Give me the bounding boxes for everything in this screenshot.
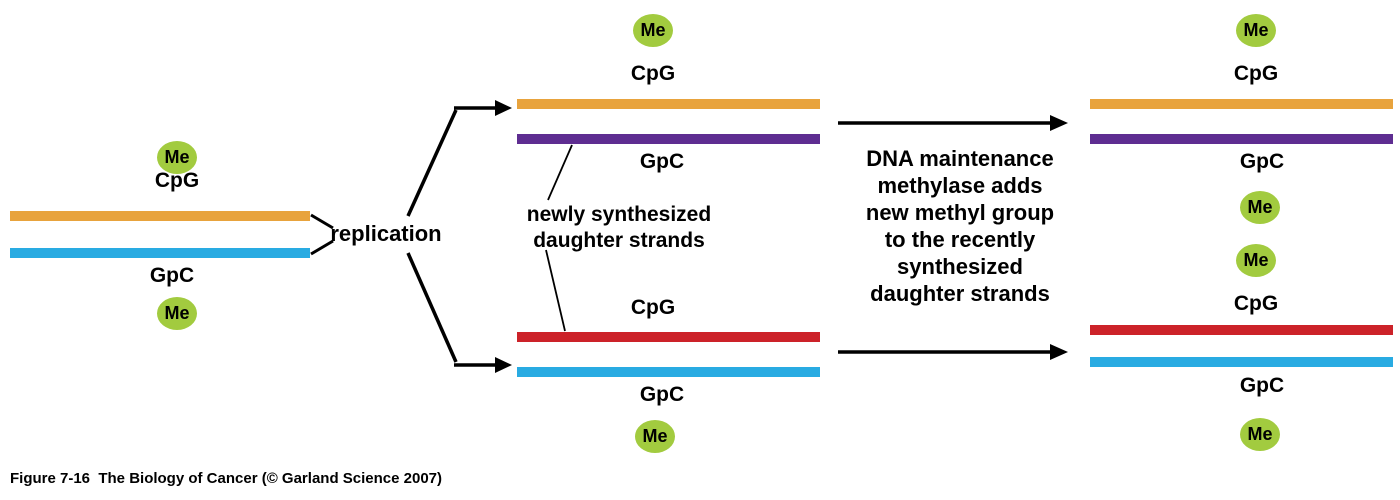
replication-fork-lower-stub [310,239,334,256]
gpc-label: GpC [149,264,195,287]
replication-fork-lower-diagonal [406,252,458,363]
methyl-group-badge: Me [1236,14,1276,47]
methyl-group-badge: Me [1236,244,1276,277]
methyl-group-badge: Me [635,420,675,453]
methylase-arrow-bottom-arrowhead-icon [1050,344,1068,360]
daughter-top-cpg-strand [517,99,820,109]
daughter-strand-pointer-lower [545,249,566,332]
replication-fork-upper-diagonal [406,109,458,217]
cpg-label: CpG [630,296,676,319]
methyl-group-badge: Me [1240,418,1280,451]
gpc-label: GpC [1239,150,1285,173]
methyl-group-badge: Me [157,297,197,330]
daughter-strand-pointer-upper [547,144,573,201]
methyl-group-badge: Me [633,14,673,47]
figure-caption: Figure 7-16 The Biology of Cancer (© Gar… [10,470,443,487]
cpg-label: CpG [630,62,676,85]
cpg-label: CpG [1233,62,1279,85]
result-top-cpg-strand [1090,99,1393,109]
parental-cpg-strand [10,211,310,221]
parental-gpc-strand [10,248,310,258]
maintenance-methylase-label: DNA maintenance methylase adds new methy… [865,146,1055,306]
daughter-bottom-new-strand [517,332,820,342]
cpg-label: CpG [154,169,200,192]
methyl-group-badge: Me [1240,191,1280,224]
result-bottom-new-strand [1090,325,1393,335]
replication-fork-upper-stub [310,213,334,230]
cpg-label: CpG [1233,292,1279,315]
replication-fork-lower-arrowhead-icon [495,357,512,373]
gpc-label: GpC [639,383,685,406]
result-bottom-gpc-strand [1090,357,1393,367]
replication-label: replication [330,221,442,246]
gpc-label: GpC [1239,374,1285,397]
daughter-strands-label: newly synthesized daughter strands [526,203,712,252]
methylase-arrow-top-arrowhead-icon [1050,115,1068,131]
result-top-new-strand [1090,134,1393,144]
methyl-group-badge: Me [157,141,197,174]
daughter-top-new-strand [517,134,820,144]
daughter-bottom-gpc-strand [517,367,820,377]
gpc-label: GpC [639,150,685,173]
replication-fork-upper-arrowhead-icon [495,100,512,116]
